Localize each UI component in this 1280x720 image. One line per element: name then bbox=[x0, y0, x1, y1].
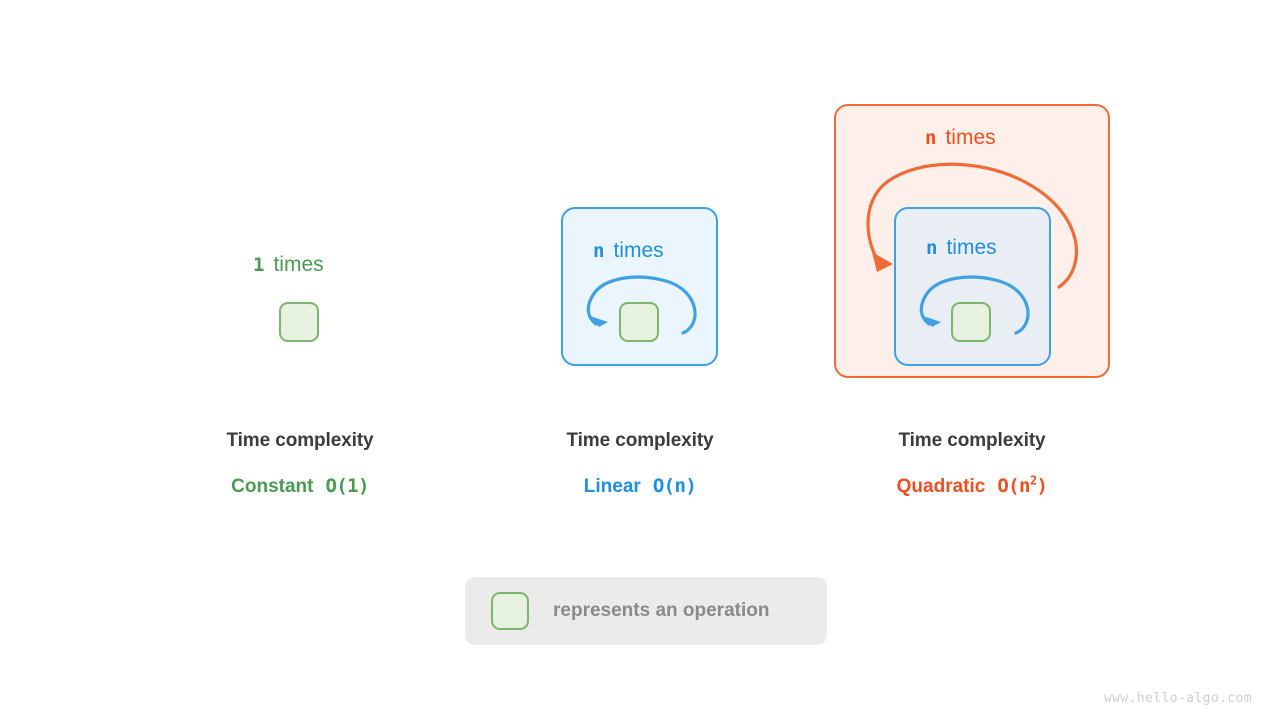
operation-box-linear bbox=[619, 302, 659, 342]
constant-loop-word: times bbox=[273, 253, 324, 276]
legend: represents an operation bbox=[465, 577, 827, 645]
watermark: www.hello-algo.com bbox=[1103, 691, 1252, 706]
caption-name-quadratic: Quadratic bbox=[896, 476, 986, 497]
operation-box-constant bbox=[279, 302, 319, 342]
constant-loop-count: 1 bbox=[253, 254, 265, 276]
linear-loop-label: n times bbox=[593, 240, 664, 261]
caption-bigo-constant: O(1) bbox=[325, 475, 369, 497]
quadratic-inner-loop-label: n times bbox=[926, 237, 997, 258]
operation-swatch-icon bbox=[491, 592, 529, 630]
loop-container-linear bbox=[561, 207, 718, 366]
caption-bigo-quadratic: O(n2) bbox=[997, 473, 1048, 497]
caption-quadratic: Time complexity Quadratic O(n2) bbox=[852, 430, 1092, 498]
caption-title-quadratic: Time complexity bbox=[898, 430, 1046, 451]
bigo-exponent: 2 bbox=[1029, 473, 1037, 488]
quadratic-outer-loop-label: n times bbox=[925, 127, 996, 148]
caption-title-constant: Time complexity bbox=[226, 430, 374, 451]
quadratic-outer-loop-word: times bbox=[945, 126, 996, 149]
quadratic-inner-loop-word: times bbox=[946, 236, 997, 259]
caption-linear: Time complexity Linear O(n) bbox=[520, 430, 760, 498]
caption-bigo-linear: O(n) bbox=[652, 475, 697, 497]
linear-loop-word: times bbox=[613, 239, 664, 262]
caption-name-constant: Constant bbox=[231, 476, 314, 497]
linear-loop-count: n bbox=[593, 240, 605, 262]
constant-loop-label: 1 times bbox=[253, 254, 324, 275]
quadratic-inner-loop-count: n bbox=[926, 237, 938, 259]
caption-name-linear: Linear bbox=[583, 476, 641, 497]
bigo-open: O(n bbox=[997, 475, 1030, 497]
quadratic-outer-loop-count: n bbox=[925, 127, 937, 149]
legend-label: represents an operation bbox=[553, 600, 770, 621]
caption-title-linear: Time complexity bbox=[566, 430, 714, 451]
loop-container-quadratic-inner bbox=[894, 207, 1051, 366]
bigo-close: ) bbox=[1036, 475, 1048, 497]
operation-box-quadratic bbox=[951, 302, 991, 342]
caption-constant: Time complexity Constant O(1) bbox=[180, 430, 420, 498]
